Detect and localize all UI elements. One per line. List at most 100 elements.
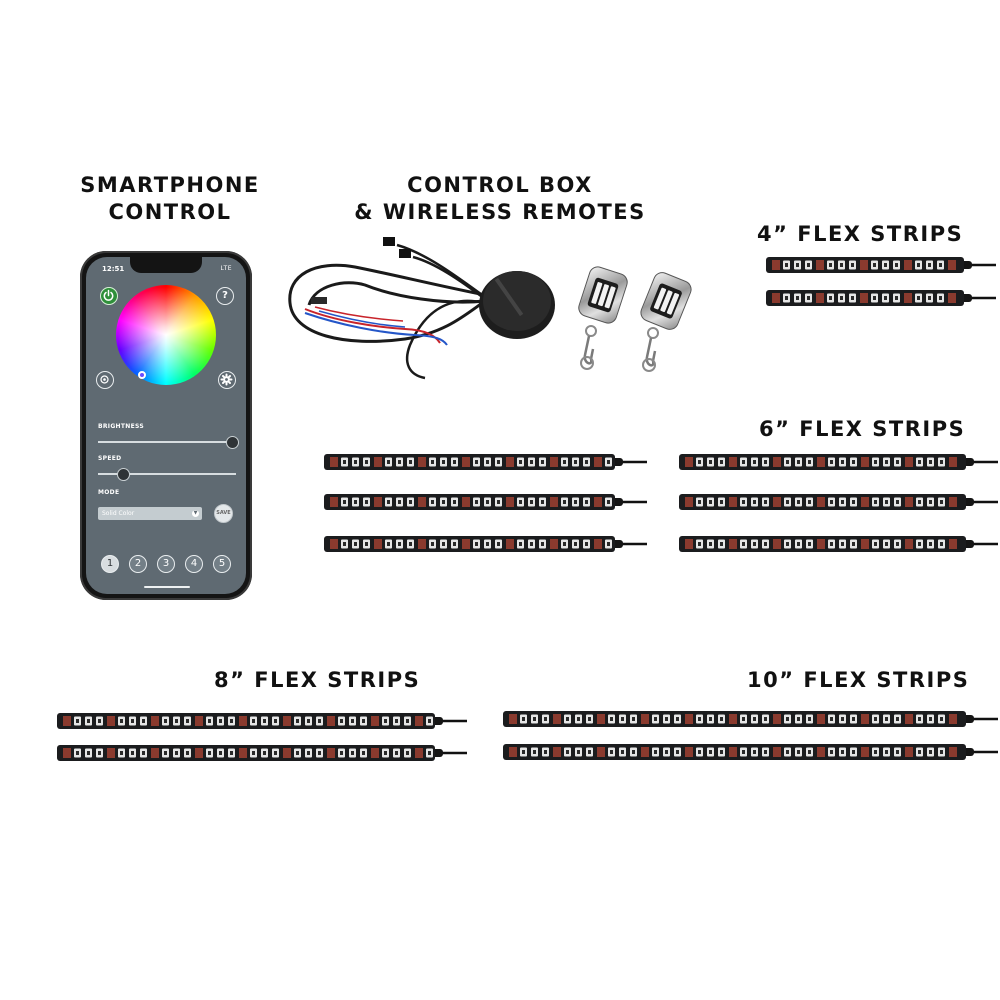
strip-led-core: [940, 750, 943, 754]
strip-led-core: [917, 263, 920, 267]
strip-led-core: [929, 500, 932, 504]
strip-led-core: [829, 263, 832, 267]
target-icon[interactable]: [96, 371, 114, 389]
strip-led-core: [453, 460, 456, 464]
brightness-slider[interactable]: [98, 441, 236, 443]
gear-icon[interactable]: [218, 371, 236, 389]
strip-led-core: [873, 263, 876, 267]
strip-resistor: [506, 457, 514, 467]
speed-slider[interactable]: [98, 473, 236, 475]
strip-led-core: [577, 750, 580, 754]
strip-led-core: [475, 542, 478, 546]
strip-led-core: [533, 717, 536, 721]
strip-led-core: [797, 542, 800, 546]
preset-button-2[interactable]: 2: [129, 555, 147, 573]
flex-strip-6in-4: [679, 454, 998, 470]
strip-led-core: [398, 500, 401, 504]
strip-led-core: [698, 460, 701, 464]
strip-led-core: [442, 542, 445, 546]
preset-button-3[interactable]: 3: [157, 555, 175, 573]
strip-led-core: [874, 542, 877, 546]
strip-led-core: [885, 460, 888, 464]
strip-led-core: [808, 717, 811, 721]
strip-resistor: [905, 747, 913, 757]
strip-led-core: [387, 500, 390, 504]
flex-strip-8in-2: [57, 745, 467, 761]
strip-led-core: [742, 542, 745, 546]
strip-led-core: [409, 542, 412, 546]
strip-led-core: [296, 751, 299, 755]
strip-resistor: [195, 748, 203, 758]
strip-led-core: [874, 500, 877, 504]
preset-button-5[interactable]: 5: [213, 555, 231, 573]
strip-led-core: [442, 500, 445, 504]
strip-resistor: [772, 293, 780, 303]
strip-led-core: [709, 717, 712, 721]
strip-resistor: [948, 260, 956, 270]
strip-resistor: [553, 747, 561, 757]
strip-resistor: [816, 260, 824, 270]
strip-led-core: [544, 750, 547, 754]
strip-led-core: [398, 460, 401, 464]
strip-led-core: [442, 460, 445, 464]
strip-led-core: [807, 296, 810, 300]
strip-led-core: [851, 296, 854, 300]
strip-led-core: [497, 542, 500, 546]
strip-led-core: [785, 296, 788, 300]
brightness-slider-knob[interactable]: [226, 436, 239, 449]
status-time: 12:51: [102, 265, 125, 273]
color-picker-marker[interactable]: [138, 371, 146, 379]
strip-resistor: [151, 748, 159, 758]
strip-led-core: [588, 717, 591, 721]
strip-led-core: [698, 500, 701, 504]
strip-resistor: [861, 457, 869, 467]
strip-led-core: [354, 500, 357, 504]
strip-resistor: [773, 539, 781, 549]
flex-strip-6in-1: [324, 454, 647, 470]
strip-resistor: [685, 747, 693, 757]
strip-resistor: [506, 497, 514, 507]
mode-label: MODE: [98, 489, 120, 496]
strip-led-core: [896, 500, 899, 504]
strip-led-core: [895, 296, 898, 300]
preset-button-4[interactable]: 4: [185, 555, 203, 573]
strip-led-core: [428, 719, 431, 723]
preset-button-1[interactable]: 1: [101, 555, 119, 573]
strip-led-core: [808, 500, 811, 504]
strip-led-core: [76, 719, 79, 723]
power-icon[interactable]: [100, 287, 118, 305]
strip-led-core: [796, 263, 799, 267]
strip-resistor: [641, 714, 649, 724]
strip-led-core: [175, 751, 178, 755]
keychain-clip-icon: [642, 327, 659, 372]
strip-led-core: [585, 460, 588, 464]
strip-led-core: [918, 717, 921, 721]
mode-select[interactable]: Solid Color ▼: [98, 507, 202, 520]
strip-led-core: [786, 500, 789, 504]
strip-resistor: [597, 747, 605, 757]
strip-led-core: [252, 719, 255, 723]
strip-led-core: [530, 500, 533, 504]
strip-led-core: [428, 751, 431, 755]
strip-led-core: [797, 460, 800, 464]
save-button[interactable]: SAVE: [214, 504, 233, 523]
strip-resistor: [816, 293, 824, 303]
strip-led-core: [588, 750, 591, 754]
speed-slider-knob[interactable]: [117, 468, 131, 481]
strip-led-core: [475, 500, 478, 504]
strip-led-core: [797, 717, 800, 721]
strip-led-core: [753, 717, 756, 721]
strip-resistor: [374, 497, 382, 507]
strip-led-core: [742, 460, 745, 464]
help-icon[interactable]: ?: [216, 287, 234, 305]
color-wheel[interactable]: [116, 285, 216, 385]
flex-strip-6in-5: [679, 494, 998, 510]
flex-strip-4in-2: [766, 290, 996, 306]
strip-resistor: [949, 539, 957, 549]
strip-led-core: [274, 751, 277, 755]
strip-led-core: [884, 296, 887, 300]
strip-led-core: [808, 750, 811, 754]
strip-led-core: [874, 750, 877, 754]
strip-resistor: [949, 747, 957, 757]
strip-led-core: [354, 460, 357, 464]
